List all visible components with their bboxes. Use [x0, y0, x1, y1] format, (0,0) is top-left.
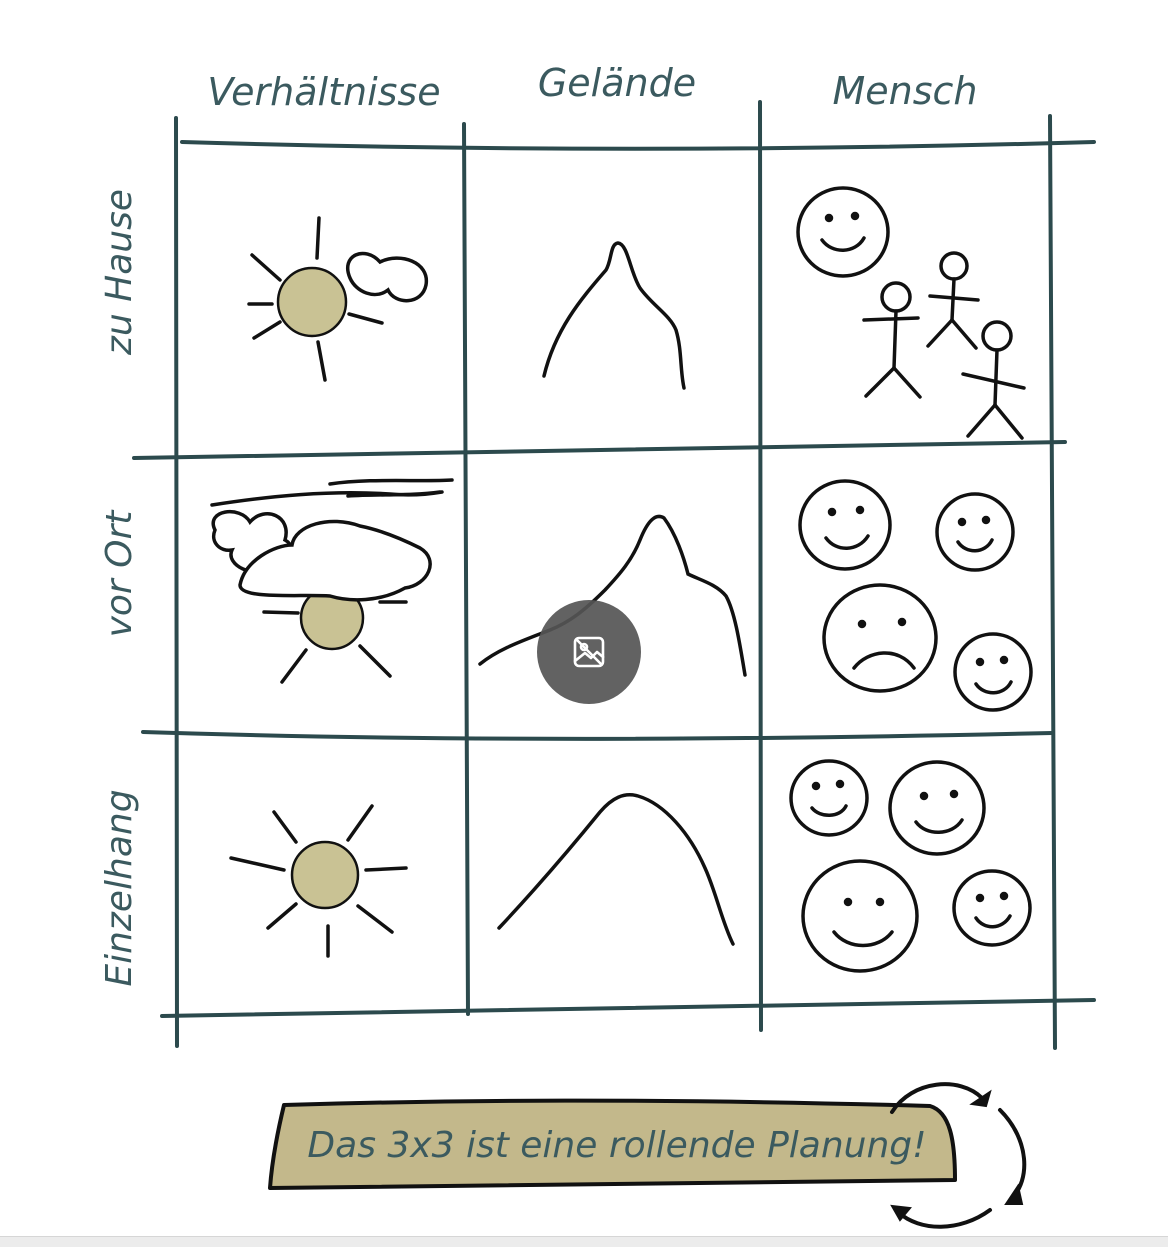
- row-header-einzelhang: Einzelhang: [99, 789, 140, 986]
- row-header-vor-ort: vor Ort: [99, 509, 140, 638]
- image-icon: [571, 634, 607, 670]
- cloudy-sun-icon: [212, 480, 452, 682]
- column-header-gelaende: Gelände: [538, 61, 696, 105]
- sun-with-cloud-icon: [249, 218, 426, 380]
- grid-horizontal-line-1: [182, 142, 1094, 149]
- sun-icon: [231, 806, 406, 956]
- grid-horizontal-line-3: [143, 732, 1052, 739]
- mountain-icon: [544, 243, 684, 388]
- bottom-scroll-edge: [0, 1236, 1168, 1247]
- grid-horizontal-line-2: [134, 442, 1065, 458]
- banner-text: Das 3x3 ist eine rollende Planung!: [307, 1125, 926, 1166]
- row-header-zu-hause: zu Hause: [99, 189, 140, 356]
- mixed-faces-icon: [800, 481, 1031, 710]
- grid-horizontal-line-4: [162, 1000, 1094, 1016]
- smiley-and-people-icon: [798, 188, 1024, 438]
- rounded-hill-icon: [499, 795, 733, 944]
- column-header-mensch: Mensch: [832, 69, 977, 113]
- grid-vertical-line-2: [464, 124, 468, 1014]
- grid-vertical-line-4: [1050, 116, 1055, 1048]
- happy-faces-icon: [791, 761, 1030, 971]
- column-header-verhaeltnisse: Verhältnisse: [207, 70, 440, 114]
- grid-vertical-line-1: [176, 118, 178, 1046]
- grid-vertical-line-3: [760, 102, 761, 1030]
- rolling-planning-banner: Das 3x3 ist eine rollende Planung!: [270, 1101, 955, 1188]
- image-overlay-button[interactable]: [537, 600, 641, 704]
